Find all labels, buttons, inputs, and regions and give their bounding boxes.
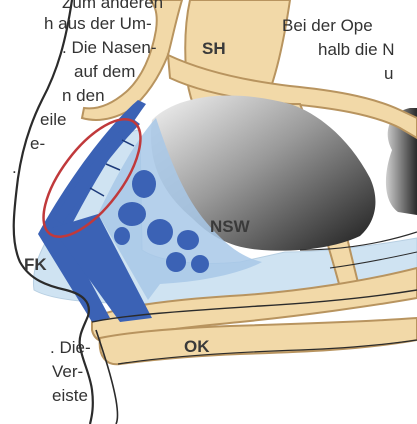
left-text-line-8: . bbox=[12, 158, 17, 178]
label-ok: OK bbox=[184, 337, 210, 356]
right-text-line-1: Bei der Ope bbox=[282, 16, 373, 36]
left-text-line-6: eile bbox=[40, 110, 66, 130]
label-sh: SH bbox=[202, 39, 226, 58]
left-text-line-3: . Die Nasen- bbox=[62, 38, 156, 58]
left-text-line-5: n den bbox=[62, 86, 105, 106]
left-text-line-9: . Die- bbox=[50, 338, 91, 358]
left-text-line-10: Ver- bbox=[52, 362, 83, 382]
left-text-line-4: auf dem bbox=[74, 62, 135, 82]
left-text-line-11: eiste bbox=[52, 386, 88, 406]
left-text-line-2: h aus der Um- bbox=[44, 14, 152, 34]
label-nsw: NSW bbox=[210, 217, 251, 236]
left-text-line-7: e- bbox=[30, 134, 45, 154]
right-text-line-3: u bbox=[384, 64, 393, 84]
label-fk: FK bbox=[24, 255, 47, 274]
right-text-line-2: halb die N bbox=[318, 40, 395, 60]
left-text-line-1: Zum anderen bbox=[62, 0, 163, 13]
